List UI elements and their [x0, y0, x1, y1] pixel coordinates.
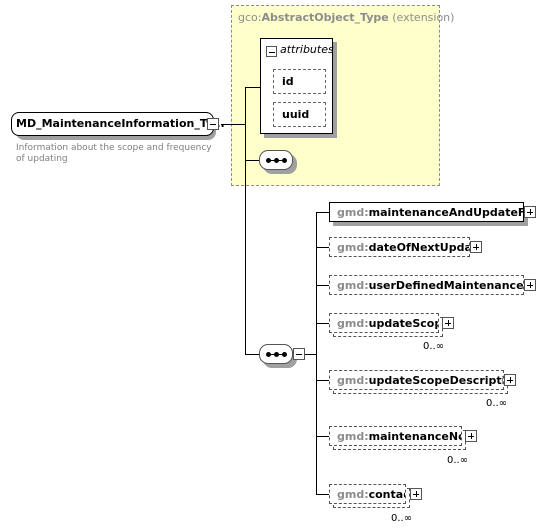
- connector-line: [316, 212, 317, 495]
- expand-icon[interactable]: [410, 488, 422, 500]
- connector-line: [316, 247, 329, 248]
- child-element-date-of-next-update[interactable]: gmd:dateOfNextUpdate: [329, 237, 470, 257]
- attributes-collapse-icon[interactable]: [266, 46, 277, 57]
- attribute-uuid[interactable]: uuid: [273, 102, 326, 127]
- child-element-update-scope[interactable]: gmd:updateScope: [329, 313, 439, 333]
- connector-line: [245, 87, 246, 355]
- connector-line: [245, 87, 260, 88]
- root-element[interactable]: MD_MaintenanceInformation_Ty...: [11, 112, 225, 136]
- extension-title: gco:AbstractObject_Type (extension): [238, 11, 455, 24]
- connector-line: [316, 436, 329, 437]
- cardinality-label: 0..∞: [423, 341, 445, 352]
- child-element-user-defined-maintenance-frequency[interactable]: gmd:userDefinedMaintenanceF...: [329, 275, 524, 295]
- expand-icon[interactable]: [470, 241, 482, 253]
- child-element-maintenance-and-update-frequency[interactable]: gmd:maintenanceAndUpdateFr...: [329, 202, 524, 222]
- child-element-contact[interactable]: gmd:contact: [329, 484, 406, 504]
- sequence-collapse-icon[interactable]: [293, 348, 305, 360]
- expand-icon[interactable]: [442, 317, 454, 329]
- connector-line: [245, 354, 259, 355]
- connector-line: [316, 323, 329, 324]
- root-description: Information about the scope and frequenc…: [16, 143, 212, 164]
- cardinality-label: 0..∞: [391, 513, 413, 524]
- connector-line: [245, 160, 259, 161]
- connector-line: [316, 212, 329, 213]
- expand-icon[interactable]: [504, 374, 516, 386]
- cardinality-label: 0..∞: [447, 455, 469, 466]
- cardinality-label: 0..∞: [486, 398, 508, 409]
- child-element-maintenance-note[interactable]: gmd:maintenanceNote: [329, 426, 462, 446]
- connector-line: [316, 285, 329, 286]
- expand-icon[interactable]: [524, 206, 536, 218]
- attribute-id[interactable]: id: [273, 69, 326, 94]
- attributes-header: attributes: [280, 43, 334, 56]
- connector-line: [221, 124, 245, 125]
- sequence-compositor-icon: [259, 344, 293, 364]
- connector-line: [316, 494, 329, 495]
- root-collapse-icon[interactable]: [207, 118, 219, 130]
- expand-icon[interactable]: [465, 430, 477, 442]
- sequence-compositor-icon: [259, 150, 293, 170]
- child-element-update-scope-description[interactable]: gmd:updateScopeDescription: [329, 370, 504, 390]
- connector-line: [305, 354, 316, 355]
- connector-line: [316, 380, 329, 381]
- expand-icon[interactable]: [524, 279, 536, 291]
